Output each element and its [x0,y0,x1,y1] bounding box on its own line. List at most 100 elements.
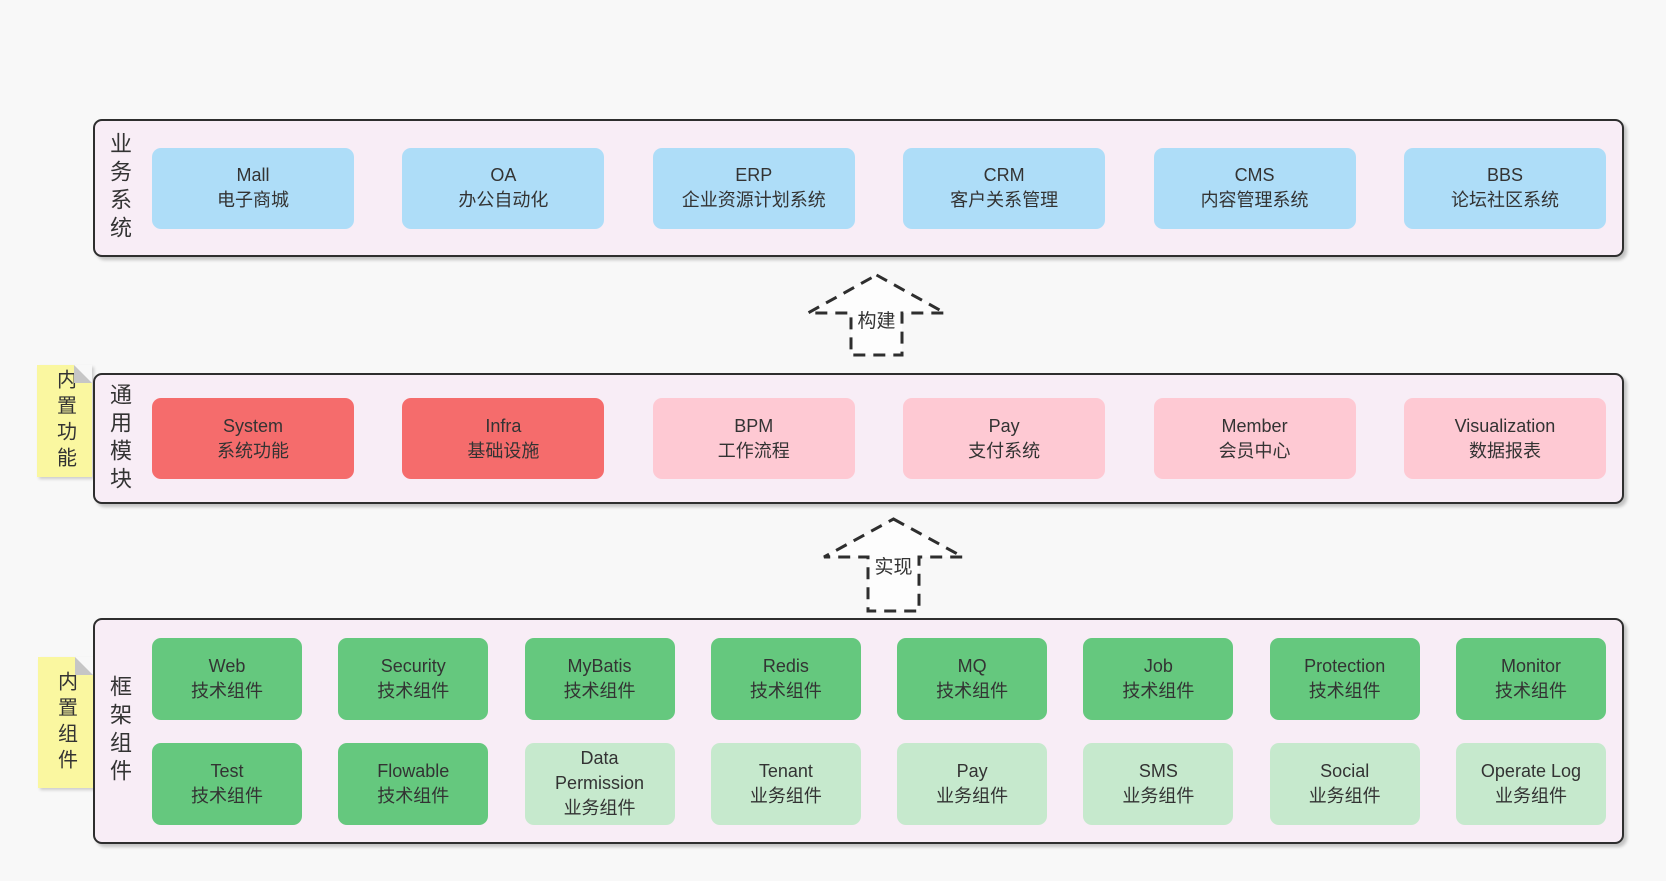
box-erp-name: ERP [735,165,773,185]
box-monitor-desc: 技术组件 [1494,680,1567,701]
box-monitor-name: Monitor [1500,655,1561,676]
box-web: Web 技术组件 [152,637,302,720]
arrow-build-label: 构建 [854,311,899,333]
note-fold-corner-icon [74,365,92,383]
box-mybatis-desc: 技术组件 [563,680,636,701]
box-mall-name: Mall [236,165,270,185]
box-web-name: Web [208,655,246,676]
arrow-implement-label: 实现 [871,557,916,579]
box-mybatis-name: MyBatis [567,655,632,676]
note-built-in-components-text: 内置组件 [54,670,77,775]
box-mq: MQ 技术组件 [897,637,1048,720]
note-built-in-features-text: 内置功能 [53,369,76,473]
box-sms-name: SMS [1138,760,1178,781]
box-member: Member 会员中心 [1153,398,1356,479]
box-job-name: Job [1143,655,1173,676]
box-cms: CMS 内容管理系统 [1153,147,1356,229]
common-modules-row: System 系统功能 Infra 基础设施 BPM 工作流程 Pay 支付系统… [152,398,1606,479]
box-oa-desc: 办公自动化 [458,190,549,210]
box-system: System 系统功能 [152,398,354,479]
box-pay-system: Pay 支付系统 [903,398,1106,479]
box-job-desc: 技术组件 [1122,680,1195,701]
note-fold-corner-icon [75,657,93,675]
box-job: Job 技术组件 [1083,637,1234,720]
box-pay-biz-desc: 业务组件 [936,785,1009,806]
box-social-desc: 业务组件 [1308,785,1381,806]
box-oa-name: OA [490,165,517,185]
box-crm: CRM 客户关系管理 [903,147,1106,229]
framework-components-row-2: Test 技术组件 Flowable 技术组件 Data Permission … [152,742,1606,825]
box-operate-log-name: Operate Log [1480,760,1581,781]
box-mq-name: MQ [957,655,987,676]
box-flowable-name: Flowable [377,760,450,781]
box-web-desc: 技术组件 [191,680,263,701]
box-erp: ERP 企业资源计划系统 [652,147,855,229]
box-sms: SMS 业务组件 [1083,742,1234,825]
box-bbs-desc: 论坛社区系统 [1450,190,1559,210]
box-pay-system-desc: 支付系统 [968,440,1041,461]
box-visualization: Visualization 数据报表 [1403,398,1606,479]
box-data-permission-name: Data Permission [555,748,645,793]
box-infra: Infra 基础设施 [402,398,605,479]
box-security-name: Security [380,655,446,676]
box-tenant-desc: 业务组件 [749,785,822,806]
box-data-permission-desc: 业务组件 [563,798,636,818]
box-pay-biz: Pay 业务组件 [897,742,1048,825]
box-operate-log-desc: 业务组件 [1494,785,1567,806]
layer-business-systems-content: Mall 电子商城 OA 办公自动化 ERP 企业资源计划系统 CRM 客户关系… [130,147,1622,229]
box-social-name: Social [1320,760,1370,781]
box-pay-system-name: Pay [988,415,1020,436]
box-sms-desc: 业务组件 [1122,785,1195,806]
business-systems-row: Mall 电子商城 OA 办公自动化 ERP 企业资源计划系统 CRM 客户关系… [152,147,1606,229]
box-bpm: BPM 工作流程 [652,398,855,479]
layer-business-systems: 业务系统 Mall 电子商城 OA 办公自动化 ERP 企业资源计划系统 CRM… [93,119,1624,257]
box-erp-desc: 企业资源计划系统 [681,190,826,210]
box-bpm-name: BPM [734,415,774,436]
box-bbs: BBS 论坛社区系统 [1403,147,1606,229]
note-built-in-components: 内置组件 [38,657,93,788]
box-flowable: Flowable 技术组件 [338,742,489,825]
box-infra-desc: 基础设施 [467,440,540,461]
layer-common-modules: 通用模块 System 系统功能 Infra 基础设施 BPM 工作流程 Pay… [93,373,1624,504]
box-redis-name: Redis [762,655,809,676]
arrow-implement: 实现 [822,517,965,613]
layer-framework-components: 框架组件 Web 技术组件 Security 技术组件 MyBatis 技术组件… [93,618,1624,844]
box-test: Test 技术组件 [152,742,302,825]
box-mq-desc: 技术组件 [936,680,1009,701]
framework-components-row-1: Web 技术组件 Security 技术组件 MyBatis 技术组件 Redi… [152,637,1606,720]
box-member-name: Member [1221,415,1288,436]
box-social: Social 业务组件 [1269,742,1420,825]
box-crm-name: CRM [983,165,1025,185]
box-cms-name: CMS [1234,165,1275,185]
box-redis-desc: 技术组件 [749,680,822,701]
box-oa: OA 办公自动化 [402,147,605,229]
layer-framework-components-content: Web 技术组件 Security 技术组件 MyBatis 技术组件 Redi… [130,637,1622,825]
box-system-name: System [222,415,283,436]
box-system-desc: 系统功能 [217,440,289,461]
box-tenant-name: Tenant [758,760,813,781]
box-tenant: Tenant 业务组件 [710,742,861,825]
layer-common-modules-content: System 系统功能 Infra 基础设施 BPM 工作流程 Pay 支付系统… [130,398,1622,479]
box-security: Security 技术组件 [338,637,489,720]
box-visualization-name: Visualization [1454,415,1556,436]
layer-common-modules-label: 通用模块 [107,382,132,495]
box-redis: Redis 技术组件 [710,637,861,720]
box-pay-biz-name: Pay [956,760,988,781]
box-test-name: Test [210,760,244,781]
box-member-desc: 会员中心 [1218,440,1291,461]
box-protection: Protection 技术组件 [1269,637,1420,720]
arrow-build: 构建 [806,273,947,357]
box-data-permission: Data Permission 业务组件 [524,742,675,825]
box-mybatis: MyBatis 技术组件 [524,637,675,720]
box-operate-log: Operate Log 业务组件 [1455,742,1606,825]
box-protection-name: Protection [1304,655,1386,676]
box-test-desc: 技术组件 [191,785,263,806]
box-protection-desc: 技术组件 [1308,680,1381,701]
box-crm-desc: 客户关系管理 [950,190,1059,210]
box-cms-desc: 内容管理系统 [1200,190,1309,210]
box-flowable-desc: 技术组件 [377,785,450,806]
layer-framework-components-label: 框架组件 [107,675,132,787]
box-monitor: Monitor 技术组件 [1455,637,1606,720]
box-mall: Mall 电子商城 [152,147,354,229]
